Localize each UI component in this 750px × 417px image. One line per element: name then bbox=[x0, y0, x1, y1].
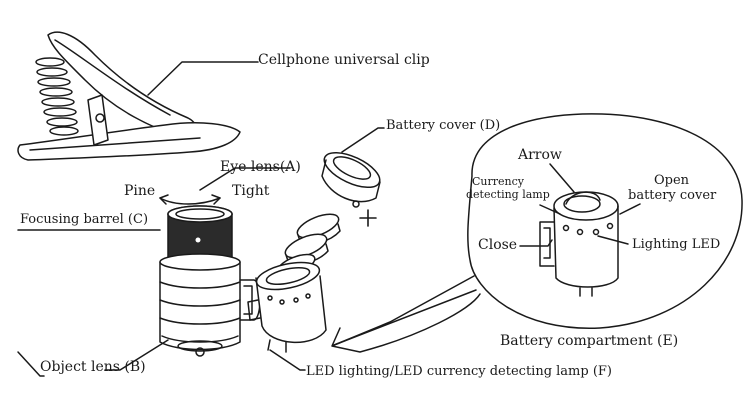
led-lamp-label: LED lighting/LED currency detecting lamp… bbox=[306, 364, 613, 379]
currency-lamp-label-line2: detecting lamp bbox=[466, 188, 550, 201]
tight-arrowhead bbox=[211, 194, 221, 205]
clip-spring bbox=[35, 57, 79, 136]
eye-lens-leader bbox=[199, 167, 291, 191]
plus-sign bbox=[359, 209, 377, 227]
currency-lamp-label-line1: Currency bbox=[472, 175, 524, 188]
microscope-body bbox=[159, 205, 261, 357]
open-cover-leader bbox=[619, 203, 641, 215]
open-cover-label-line1: Open bbox=[654, 173, 690, 188]
battery-cover-label: Battery cover (D) bbox=[386, 118, 501, 133]
battery-compartment-label: Battery compartment (E) bbox=[500, 333, 679, 349]
lighting-led-leader bbox=[597, 235, 629, 245]
battery-compartment-illustration bbox=[539, 191, 619, 297]
focusing-barrel-label: Focusing barrel (C) bbox=[20, 212, 149, 227]
arrow-label: Arrow bbox=[518, 147, 562, 163]
clip-leader-line bbox=[147, 61, 259, 96]
lighting-led-label: Lighting LED bbox=[632, 237, 721, 252]
tight-label: Tight bbox=[232, 183, 270, 199]
object-lens-label: Object lens (B) bbox=[40, 359, 146, 375]
focus-rotation-arc bbox=[159, 197, 221, 205]
pine-label: Pine bbox=[124, 183, 156, 199]
currency-lamp-leader bbox=[539, 204, 561, 215]
led-module bbox=[247, 261, 327, 353]
clip-illustration bbox=[17, 31, 241, 161]
object-lens-pointer bbox=[104, 339, 169, 371]
pine-arrowhead bbox=[159, 194, 169, 205]
object-lens-leader bbox=[17, 351, 45, 377]
callout-bubble bbox=[331, 113, 743, 353]
close-label: Close bbox=[478, 237, 518, 253]
clip-label: Cellphone universal clip bbox=[258, 52, 430, 68]
arrow-leader bbox=[549, 163, 575, 193]
battery-cover-leader bbox=[341, 127, 385, 153]
open-cover-label-line2: battery cover bbox=[628, 188, 717, 203]
eye-lens-label: Eye lens(A) bbox=[220, 159, 301, 175]
battery-cover-illustration bbox=[321, 151, 381, 208]
close-leader bbox=[519, 239, 553, 247]
led-lamp-leader bbox=[269, 349, 306, 371]
